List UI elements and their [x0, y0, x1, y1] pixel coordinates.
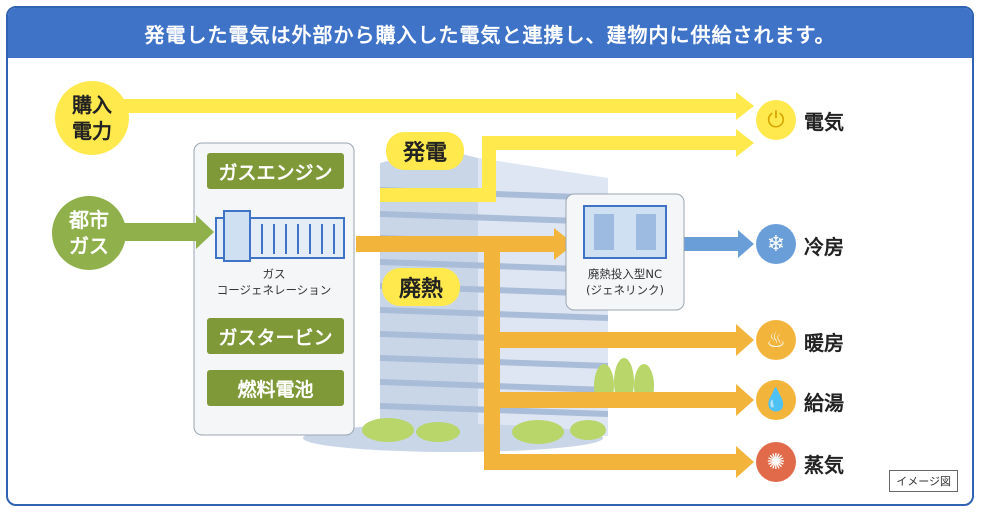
- absorber-caption: 廃熱投入型NC (ジェネリンク): [564, 266, 686, 298]
- power-generation-tag: 発電: [386, 132, 464, 170]
- city-gas-arrow: [118, 215, 214, 249]
- absorption-chiller-icon: [565, 193, 685, 311]
- generated-power-arrow: [380, 129, 754, 202]
- steam-icon: ✺: [756, 442, 796, 482]
- city-gas-label-1: 都市: [69, 208, 109, 232]
- purchased-power-arrow: [118, 92, 754, 120]
- purchased-power-label-1: 購入: [72, 93, 112, 117]
- output-electricity: 電気: [804, 110, 844, 134]
- faucet-icon: 💧: [756, 380, 796, 420]
- air-conditioner-icon: ❄: [756, 224, 796, 264]
- waste-heat-arrows: [356, 228, 754, 478]
- absorber-caption-1: 廃熱投入型NC: [587, 267, 663, 281]
- output-hot-water: 給湯: [804, 391, 844, 415]
- purchased-power-label-2: 電力: [72, 119, 112, 143]
- output-steam: 蒸気: [804, 453, 844, 477]
- title-bar: 発電した電気は外部から購入した電気と連携し、建物内に供給されます。: [8, 8, 972, 58]
- output-cooling: 冷房: [804, 235, 844, 259]
- heater-icon: ♨: [756, 320, 796, 360]
- diagram-frame: 発電した電気は外部から購入した電気と連携し、建物内に供給されます。: [6, 6, 974, 506]
- cogeneration-caption-2: コージェネレーション: [216, 283, 332, 297]
- absorber-caption-2: (ジェネリンク): [586, 283, 664, 297]
- cooling-arrow: [684, 230, 754, 258]
- electricity-icon: ⏻: [756, 100, 796, 140]
- waste-heat-tag: 廃熱: [382, 268, 460, 306]
- image-note: イメージ図: [889, 470, 958, 492]
- cogeneration-machine-icon: [215, 210, 345, 262]
- gas-turbine-box: ガスタービン: [207, 318, 344, 354]
- flow-graphic: [118, 92, 754, 478]
- fuel-cell-box: 燃料電池: [207, 370, 344, 406]
- purchased-power-node: 購入 電力: [55, 81, 129, 155]
- output-heating: 暖房: [804, 331, 844, 355]
- city-gas-label-2: ガス: [69, 234, 109, 258]
- cogeneration-caption-1: ガス: [262, 267, 286, 281]
- city-gas-node: 都市 ガス: [52, 196, 126, 270]
- cogeneration-caption: ガス コージェネレーション: [198, 266, 350, 298]
- diagram-title: 発電した電気は外部から購入した電気と連携し、建物内に供給されます。: [144, 22, 836, 47]
- gas-engine-box: ガスエンジン: [207, 153, 344, 189]
